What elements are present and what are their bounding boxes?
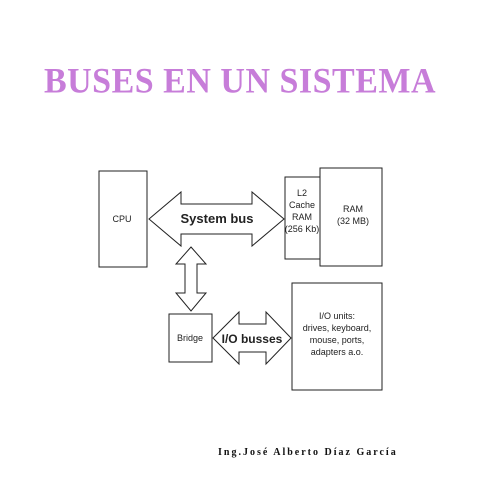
ram-line-1: RAM xyxy=(343,204,363,214)
bridge-box xyxy=(168,313,213,363)
io-units-line-4: adapters a.o. xyxy=(311,347,364,357)
io-busses-arrow xyxy=(212,310,292,366)
bridge-connector-arrow xyxy=(174,246,208,312)
io-units-line-2: drives, keyboard, xyxy=(303,323,372,333)
io-units-line-1: I/O units: xyxy=(319,311,355,321)
cpu-box xyxy=(98,170,148,268)
author-footer: Ing.José Alberto Díaz García xyxy=(218,447,398,458)
l2-cache-line-1: L2 xyxy=(297,188,307,198)
l2-cache-box xyxy=(284,176,321,260)
l2-cache-line-3: RAM xyxy=(292,212,312,222)
io-busses-label: I/O busses xyxy=(222,332,283,346)
l2-cache-line-2: Cache xyxy=(289,200,315,210)
bridge-label: Bridge xyxy=(177,333,203,343)
io-units-box xyxy=(291,282,383,391)
l2-cache-line-4: (256 Kb) xyxy=(285,224,320,234)
system-bus-arrow xyxy=(148,190,285,248)
system-bus-label: System bus xyxy=(181,211,254,226)
page-title: BUSES EN UN SISTEMA xyxy=(43,62,437,101)
cpu-label: CPU xyxy=(112,214,131,224)
io-units-line-3: mouse, ports, xyxy=(310,335,365,345)
ram-line-2: (32 MB) xyxy=(337,216,369,226)
